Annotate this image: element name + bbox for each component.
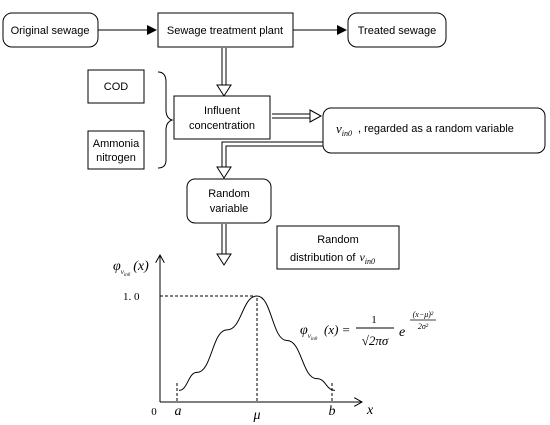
x-tick-b: b	[329, 404, 336, 419]
pdf-formula: φvin0 (x) = 1 √2πσ e (x−μ)² 2σ²	[300, 310, 436, 348]
ammonia-box	[87, 130, 145, 170]
formula-lhs: φvin0	[300, 323, 318, 342]
formula-denominator: √2πσ	[362, 333, 389, 348]
treatment-plant-label: Sewage treatment plant	[167, 25, 283, 37]
double-arrow-l	[216, 141, 323, 179]
x-tick-mu: μ	[252, 408, 260, 423]
vin0-box	[322, 107, 546, 154]
x-tick-a: a	[175, 404, 182, 419]
formula-e: e	[399, 325, 405, 340]
influent-label-line2: concentration	[189, 120, 255, 132]
x-axis-label: x	[366, 403, 374, 418]
random-distribution-box	[276, 225, 400, 270]
y-axis-label: φvin0(x)	[113, 259, 149, 278]
influent-label-line1: Influent	[204, 105, 240, 117]
influent-box	[173, 95, 271, 140]
random-variable-line2: variable	[210, 203, 249, 215]
double-arrow-down-2	[216, 224, 232, 266]
random-distribution-line1: Random	[317, 234, 359, 246]
random-variable-line1: Random	[208, 188, 250, 200]
chart: φvin0(x) 1. 0 0 a μ b x φvin0 (x) = 1 √2…	[113, 255, 436, 423]
original-sewage-label: Original sewage	[11, 25, 90, 37]
formula-exp-numerator: (x−μ)²	[413, 310, 434, 319]
brace	[157, 71, 174, 169]
double-arrow-down-1	[216, 48, 232, 97]
cod-box	[87, 69, 145, 104]
vin0-description: , regarded as a random variable	[358, 123, 514, 135]
random-variable-box	[186, 178, 272, 224]
treated-sewage-box	[347, 12, 447, 48]
density-curve	[178, 295, 336, 391]
formula-exp-denominator: 2σ²	[418, 322, 429, 331]
vin0-var: vin0	[336, 121, 352, 138]
treated-sewage-label: Treated sewage	[358, 25, 436, 37]
origin-label: 0	[151, 406, 157, 418]
ammonia-label-line2: nitrogen	[96, 152, 136, 164]
treatment-plant-box	[157, 12, 294, 48]
formula-numerator: 1	[371, 314, 377, 326]
cod-label: COD	[104, 81, 129, 93]
ammonia-label-line1: Ammonia	[93, 138, 140, 150]
formula-arg: (x) =	[324, 322, 350, 337]
double-arrow-right	[272, 109, 323, 123]
y-tick-label: 1. 0	[123, 291, 140, 303]
